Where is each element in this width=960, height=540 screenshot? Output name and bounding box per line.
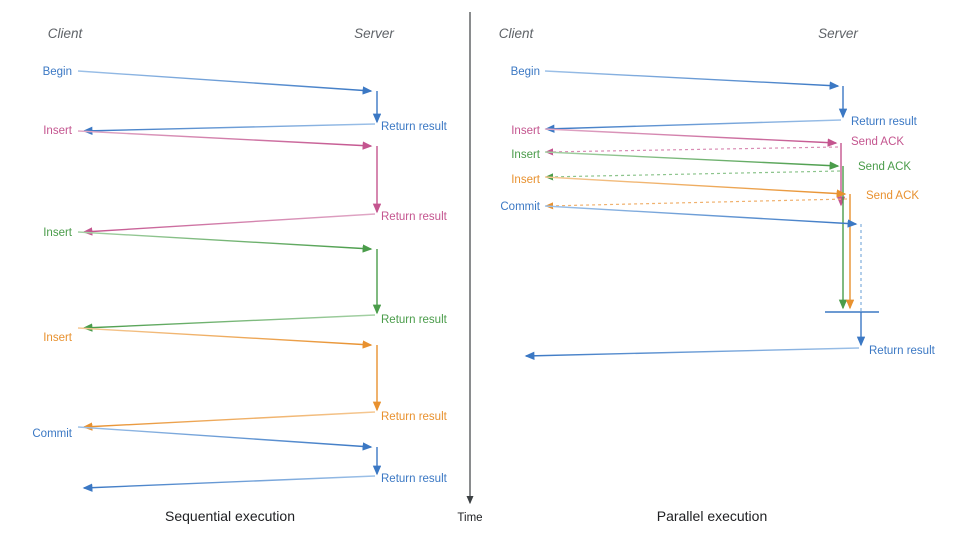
left-arrow-request-begin bbox=[77, 70, 373, 95]
left-arrow-reply-insert-2 bbox=[82, 314, 376, 332]
right-reply-label-insert-1: Send ACK bbox=[851, 136, 904, 148]
left-arrow-request-insert-3 bbox=[77, 327, 373, 349]
right-label-insert-3: Insert bbox=[511, 174, 541, 186]
right-arrow-reply-commit bbox=[524, 347, 860, 360]
left-message-begin: Begin Return result bbox=[43, 66, 448, 135]
left-arrow-reply-insert-1 bbox=[82, 213, 376, 236]
left-reply-label-insert-2: Return result bbox=[381, 314, 448, 326]
right-server-header: Server bbox=[818, 26, 858, 41]
left-arrow-reply-begin bbox=[82, 123, 376, 135]
left-panel-caption: Sequential execution bbox=[165, 508, 295, 524]
left-label-commit: Commit bbox=[32, 428, 72, 440]
right-client-header: Client bbox=[499, 26, 535, 41]
right-arrow-ack-insert-2 bbox=[544, 170, 841, 181]
right-message-insert-1: Insert Send ACK bbox=[511, 125, 904, 207]
right-arrow-request-begin bbox=[544, 70, 840, 90]
right-reply-label-begin: Return result bbox=[851, 116, 918, 128]
right-arrow-reply-begin bbox=[544, 119, 842, 133]
left-reply-label-insert-3: Return result bbox=[381, 411, 448, 423]
right-message-insert-3: Insert Send ACK bbox=[511, 174, 919, 310]
right-arrow-request-insert-1 bbox=[544, 128, 838, 147]
left-label-insert-3: Insert bbox=[43, 332, 73, 344]
time-axis-label: Time bbox=[457, 512, 482, 524]
right-message-commit: Commit Return result bbox=[500, 201, 936, 360]
right-message-begin: Begin Return result bbox=[511, 66, 918, 133]
right-arrow-ack-insert-3 bbox=[544, 198, 848, 210]
right-label-insert-1: Insert bbox=[511, 125, 541, 137]
right-reply-label-insert-2: Send ACK bbox=[858, 161, 911, 173]
left-arrow-request-commit bbox=[77, 426, 373, 451]
right-reply-label-insert-3: Send ACK bbox=[866, 190, 919, 202]
left-reply-label-insert-1: Return result bbox=[381, 211, 448, 223]
left-arrow-request-insert-2 bbox=[77, 231, 373, 253]
left-reply-label-begin: Return result bbox=[381, 121, 448, 133]
left-server-header: Server bbox=[354, 26, 394, 41]
right-reply-label-commit: Return result bbox=[869, 345, 936, 357]
left-arrow-reply-insert-3 bbox=[82, 411, 376, 431]
right-label-commit: Commit bbox=[500, 201, 540, 213]
right-arrow-request-insert-2 bbox=[544, 151, 840, 170]
left-message-commit: Commit Return result bbox=[32, 426, 448, 492]
right-panel: Client Server Begin Return result Insert… bbox=[499, 26, 936, 524]
left-panel: Client Server Begin Return result Insert… bbox=[32, 26, 447, 524]
left-label-begin: Begin bbox=[43, 66, 72, 78]
left-message-insert-3: Insert Return result bbox=[43, 327, 448, 431]
left-arrow-reply-commit bbox=[82, 475, 376, 492]
time-axis: Time bbox=[457, 12, 483, 524]
left-client-header: Client bbox=[48, 26, 84, 41]
left-arrow-request-insert-1 bbox=[77, 130, 373, 150]
left-message-insert-1: Insert Return result bbox=[43, 125, 448, 236]
right-arrow-ack-insert-1 bbox=[544, 146, 839, 156]
right-message-insert-2: Insert Send ACK bbox=[511, 149, 911, 310]
right-panel-caption: Parallel execution bbox=[657, 508, 768, 524]
right-arrow-request-commit bbox=[544, 205, 858, 228]
right-label-begin: Begin bbox=[511, 66, 540, 78]
right-arrow-request-insert-3 bbox=[544, 176, 847, 198]
left-label-insert-1: Insert bbox=[43, 125, 73, 137]
left-label-insert-2: Insert bbox=[43, 227, 73, 239]
left-message-insert-2: Insert Return result bbox=[43, 227, 448, 332]
right-label-insert-2: Insert bbox=[511, 149, 541, 161]
left-reply-label-commit: Return result bbox=[381, 473, 448, 485]
